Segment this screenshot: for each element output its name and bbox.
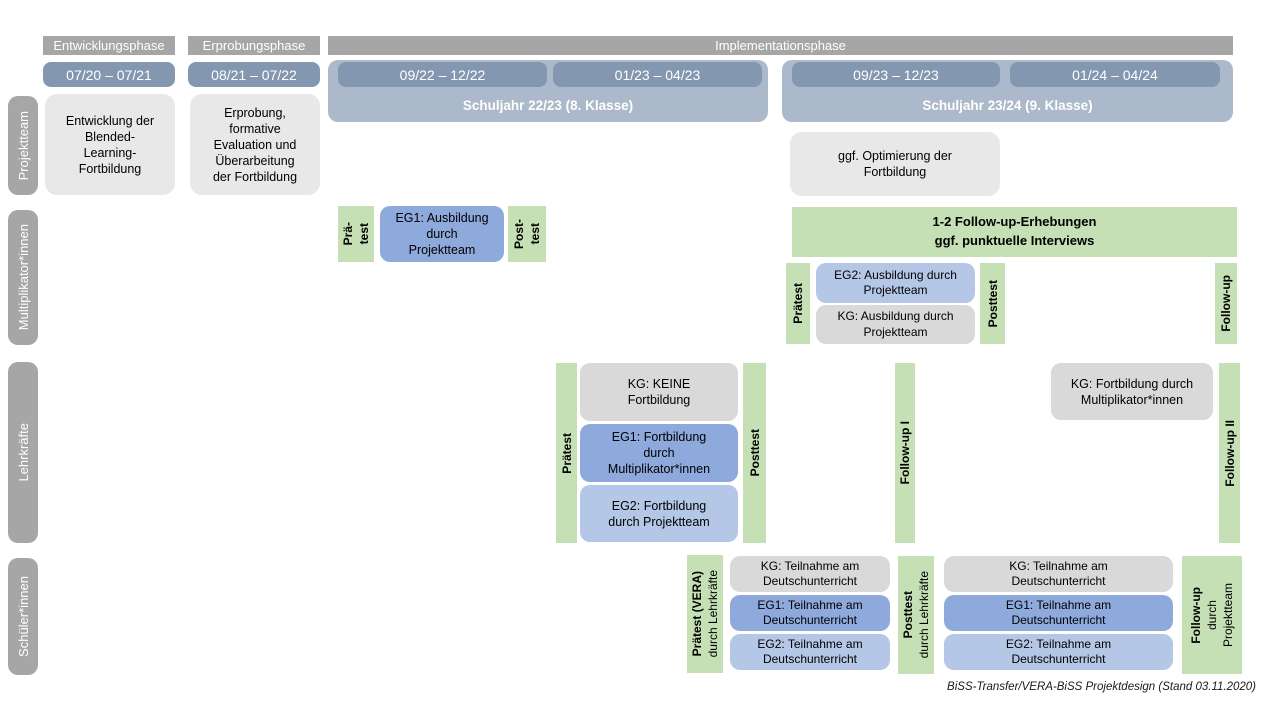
row-label-text: Schüler*innen [15,576,31,657]
box-kg-teilnahme-deutsch-2: KG: Teilnahme am Deutschunterricht [944,556,1173,592]
bar-text: test [528,223,542,245]
box-kg-ausbildung-projektteam: KG: Ausbildung durch Projektteam [816,305,975,344]
bar-text: Projektteam [1221,582,1235,648]
row-label-text: Multiplikator*innen [15,224,31,331]
bar-followup-multiplikatoren: Follow-up [1215,263,1237,344]
phase-header-erprobung: Erprobungsphase [188,36,320,55]
bar-text: durch [1205,599,1219,631]
phase-header-implementation: Implementationsphase [328,36,1233,55]
bar-text: Posttest [901,591,915,639]
box-eg2-teilnahme-deutsch-1: EG2: Teilnahme am Deutschunterricht [730,634,890,670]
period-08-21: 08/21 – 07/22 [188,62,320,87]
period-01-23: 01/23 – 04/23 [553,62,762,87]
box-erprobung-evaluation: Erprobung, formative Evaluation und Über… [190,94,320,195]
bar-text: Prätest [791,283,805,324]
bar-text: Prä- [341,222,355,246]
box-eg2-ausbildung-projektteam: EG2: Ausbildung durch Projektteam [816,263,975,303]
period-01-24: 01/24 – 04/24 [1010,62,1220,87]
bar-text: Prätest (VERA) [690,571,704,657]
bar-followup1-lehrkraefte: Follow-up I [895,363,915,543]
period-07-20: 07/20 – 07/21 [43,62,175,87]
bar-praetest-multiplikatoren: Prä-test [338,206,374,262]
box-eg1-teilnahme-deutsch-2: EG1: Teilnahme am Deutschunterricht [944,595,1173,631]
box-eg2-fortbildung-projektteam: EG2: Fortbildung durch Projektteam [580,485,738,542]
row-label-text: Lehrkräfte [15,423,31,482]
banner-followup-erhebungen: 1-2 Follow-up-Erhebungen ggf. punktuelle… [792,207,1237,257]
period-09-23: 09/23 – 12/23 [792,62,1000,87]
box-eg1-fortbildung-multiplikatoren: EG1: Fortbildung durch Multiplikator*inn… [580,424,738,482]
bar-text: Prätest [559,432,574,474]
box-eg1-ausbildung-projektteam: EG1: Ausbildung durch Projektteam [380,206,504,262]
box-eg1-teilnahme-deutsch-1: EG1: Teilnahme am Deutschunterricht [730,595,890,631]
bar-text: Follow-up I [898,421,912,485]
bar-text: Follow-up [1189,586,1203,644]
box-kg-teilnahme-deutsch-1: KG: Teilnahme am Deutschunterricht [730,556,890,592]
row-label-lehrkraefte: Lehrkräfte [8,362,38,543]
box-ggf-optimierung: ggf. Optimierung der Fortbildung [790,132,1000,196]
bar-text: Posttest [985,279,1000,328]
bar-text: Follow-up II [1222,419,1237,487]
bar-praetest2-multiplikatoren: Prätest [786,263,810,344]
bar-text: Posttest [747,429,762,477]
bar-posttest-lehrkraefte: Posttest [743,363,766,543]
bar-posttest-multiplikatoren: Post-test [508,206,546,262]
bar-praetest-vera-schueler: Prätest (VERA)durch Lehrkräfte [687,555,723,673]
bar-text: test [357,223,371,245]
row-label-schueler: Schüler*innen [8,558,38,675]
bar-text: Post- [512,219,526,249]
bar-text: durch Lehrkräfte [706,570,720,658]
row-label-projektteam: Projektteam [8,96,38,195]
row-label-multiplikatoren: Multiplikator*innen [8,210,38,345]
box-eg2-teilnahme-deutsch-2: EG2: Teilnahme am Deutschunterricht [944,634,1173,670]
phase-header-entwicklung: Entwicklungsphase [43,36,175,55]
box-kg-fortbildung-multiplikatoren: KG: Fortbildung durch Multiplikator*inne… [1051,363,1213,420]
period-09-22: 09/22 – 12/22 [338,62,547,87]
row-label-text: Projektteam [15,110,31,181]
bar-followup2-lehrkraefte: Follow-up II [1219,363,1240,543]
bar-text: durch Lehrkräfte [917,571,931,659]
diagram-caption: BiSS-Transfer/VERA-BiSS Projektdesign (S… [947,681,1256,693]
bar-posttest2-multiplikatoren: Posttest [980,263,1005,344]
bar-text: Follow-up [1219,275,1233,332]
box-kg-keine-fortbildung: KG: KEINE Fortbildung [580,363,738,421]
box-entwicklung-fortbildung: Entwicklung der Blended- Learning- Fortb… [45,94,175,195]
bar-praetest-lehrkraefte: Prätest [556,363,577,543]
